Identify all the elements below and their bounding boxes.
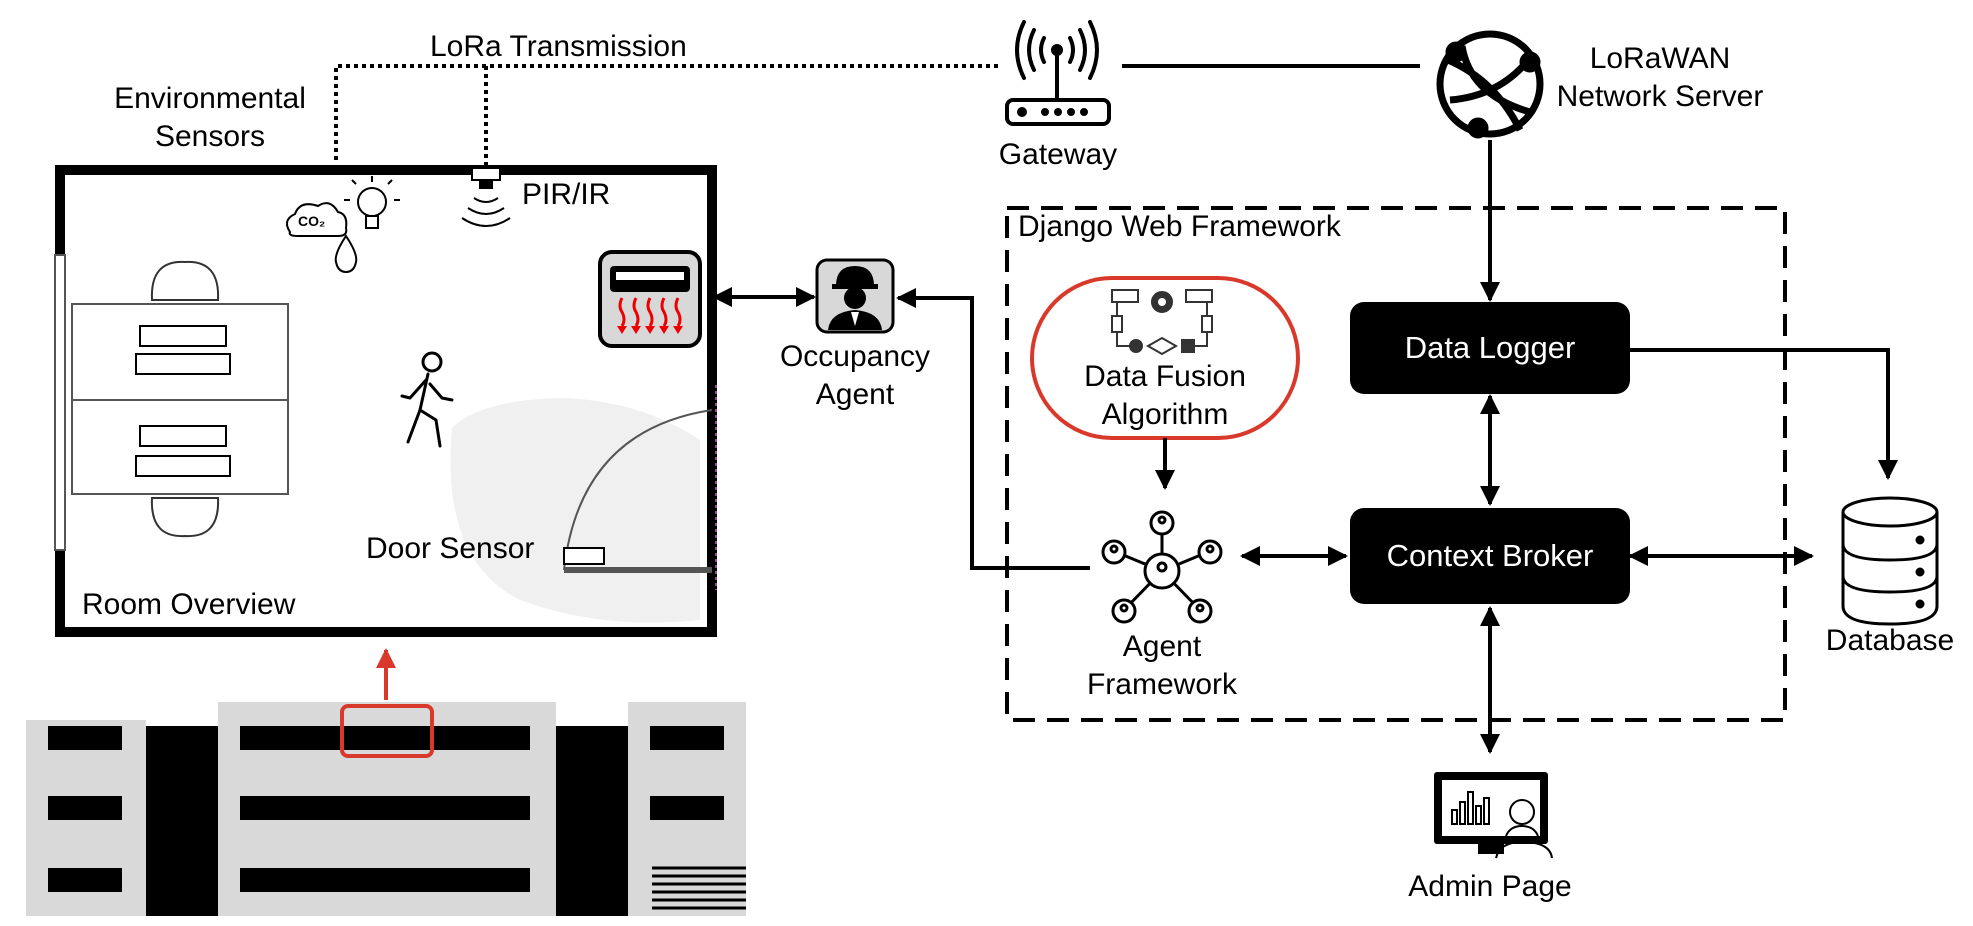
context-broker-label: Context Broker [1386,538,1594,573]
occupancy-agent-line1: Occupancy [779,340,931,373]
lora-transmission-line [334,64,1000,168]
agent-network-icon [1101,510,1223,624]
occupancy-agent-line2: Agent [815,378,895,411]
antenna-gateway-icon [1005,20,1111,126]
environmental-sensors-label: Environmental Sensors [90,80,330,156]
lightbulb-icon [344,176,400,229]
gateway-label: Gateway [998,138,1118,171]
django-framework-boundary [1005,206,1787,722]
data-fusion-line1: Data Fusion [1084,360,1246,393]
globe-network-icon [1436,30,1544,139]
admin-page-label: Admin Page [1408,870,1572,903]
lorawan-server-label: LoRaWAN Network Server [1540,40,1780,116]
pir-ir-label: PIR/IR [522,178,611,211]
occupancy-agent-person-icon [815,258,895,334]
occupancy-agent-label: Occupancy Agent [755,338,955,414]
lora-transmission-label: LoRa Transmission [430,30,687,63]
water-drop-icon [334,234,358,274]
data-logger-box: Data Logger [1350,302,1630,394]
co2-label: CO₂ [298,213,326,229]
lorawan-line2: Network Server [1556,80,1764,113]
environmental-sensors-line2: Sensors [154,120,266,153]
room-overview-label: Room Overview [82,588,296,621]
agent-framework-line1: Agent [1122,630,1202,663]
data-logger-label: Data Logger [1404,330,1576,365]
lorawan-line1: LoRaWAN [1589,42,1731,75]
walking-person-icon [400,351,454,448]
environmental-sensors-line1: Environmental [114,82,306,115]
agent-framework-to-occupancy-arrow [896,288,1090,570]
context-broker-box: Context Broker [1350,508,1630,604]
database-label: Database [1825,624,1955,657]
data-fusion-line2: Algorithm [1101,398,1229,431]
monitor-dashboard-icon [1434,772,1553,859]
door-sensor-label: Door Sensor [366,532,535,565]
air-conditioner-icon [598,250,702,348]
building-floor-plan [26,648,746,916]
co2-icon [285,202,348,237]
logger-to-database-arrow [1630,348,1898,480]
gear-flowchart-icon [1111,289,1213,356]
database-icon [1841,496,1939,626]
agent-framework-label: Agent Framework [1062,628,1262,704]
data-fusion-label: Data Fusion Algorithm [1050,358,1280,434]
room-floor-plan [54,165,717,637]
agent-framework-line2: Framework [1086,668,1237,701]
pir-sensor-icon [461,167,511,227]
django-framework-label: Django Web Framework [1018,210,1341,243]
